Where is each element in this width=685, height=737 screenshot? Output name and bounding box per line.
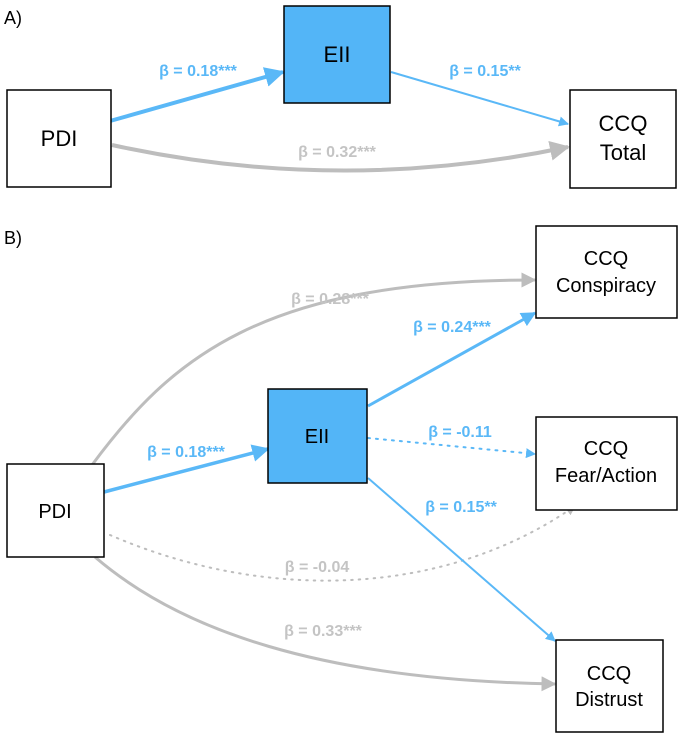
node-ccq-conspiracy: CCQ Conspiracy [535, 225, 678, 319]
beta-eii-ccq-distrust: β = 0.15** [425, 499, 497, 516]
node-ccq-fear-action-line2: Fear/Action [555, 465, 657, 487]
node-ccq-distrust: CCQ Distrust [555, 639, 664, 733]
node-ccq-conspiracy-line1: CCQ [584, 248, 628, 270]
panel-a: A) PDI EII CCQ Total β = 0.18*** β = 0.1… [4, 5, 677, 189]
node-ccq-total-line2: Total [600, 140, 646, 165]
path-pdi-to-ccq-total [111, 140, 570, 173]
node-pdi: PDI [6, 89, 112, 188]
beta-pdi-ccq-fear-action: β = -0.04 [285, 559, 350, 576]
path-pdi-to-ccq-conspiracy [90, 272, 537, 466]
beta-pdi-ccq-distrust: β = 0.33*** [284, 623, 363, 640]
node-eii-b: EII [267, 388, 368, 484]
node-ccq-distrust-line2: Distrust [575, 689, 643, 711]
node-pdi-label: PDI [41, 126, 78, 151]
panel-a-label: A) [4, 8, 22, 28]
panel-b: B) PDI EII CCQ Conspiracy CCQ Fear/Actio… [4, 225, 678, 733]
beta-pdi-ccq-conspiracy: β = 0.28*** [291, 291, 370, 308]
path-eii-to-ccq-distrust [367, 477, 556, 642]
path-eii-to-ccq-total [390, 71, 569, 127]
path-pdi-to-eii [109, 67, 285, 123]
node-eii-label: EII [324, 42, 351, 67]
path-pdi-to-ccq-distrust [94, 555, 557, 692]
node-eii-b-label: EII [305, 426, 329, 448]
node-ccq-distrust-line1: CCQ [587, 663, 631, 685]
node-pdi-b-label: PDI [38, 501, 71, 523]
beta-pdi-eii-b: β = 0.18*** [147, 444, 226, 461]
beta-eii-ccq-total: β = 0.15** [449, 63, 521, 80]
panel-b-label: B) [4, 228, 22, 248]
node-ccq-fear-action-line1: CCQ [584, 438, 628, 460]
path-eii-to-ccq-conspiracy [367, 311, 537, 408]
path-pdi-to-eii-b [103, 444, 270, 494]
node-ccq-fear-action: CCQ Fear/Action [535, 416, 678, 511]
node-ccq-conspiracy-line2: Conspiracy [556, 275, 656, 297]
beta-pdi-eii: β = 0.18*** [159, 63, 238, 80]
node-ccq-total: CCQ Total [569, 89, 677, 189]
beta-pdi-ccq-total: β = 0.32*** [298, 144, 377, 161]
node-pdi-b: PDI [6, 463, 105, 558]
node-ccq-total-line1: CCQ [599, 111, 648, 136]
node-eii: EII [283, 5, 391, 104]
beta-eii-ccq-fear-action: β = -0.11 [428, 424, 492, 441]
path-pdi-to-ccq-fear-action [109, 505, 576, 582]
beta-eii-ccq-conspiracy: β = 0.24*** [413, 319, 492, 336]
